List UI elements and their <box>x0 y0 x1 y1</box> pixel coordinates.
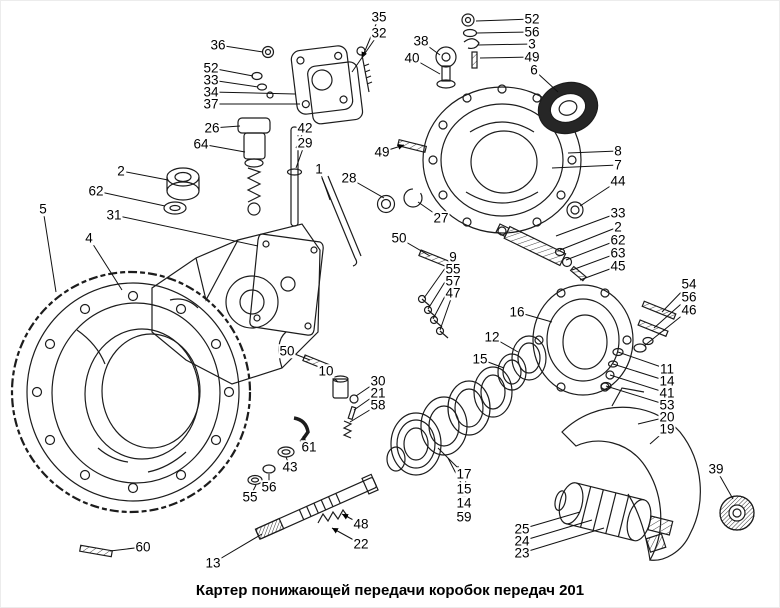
gasket-shape <box>249 233 324 336</box>
lever-washers-shape <box>247 416 310 486</box>
spacer-rings-shape <box>163 167 200 215</box>
detent-plunger-shape <box>237 117 271 216</box>
bearing-cage-shape <box>532 284 634 396</box>
oil-seal-shape <box>537 81 599 135</box>
cap-shape <box>719 495 755 531</box>
bearing-stack-shape <box>386 366 513 476</box>
shift-fork-shape <box>561 387 701 561</box>
rear-cover-shape <box>422 84 582 236</box>
figure-caption: Картер понижающей передачи коробок перед… <box>195 582 585 599</box>
detent-parts-shape <box>332 375 359 439</box>
spring-shape <box>317 508 349 524</box>
rings-28-27-shape <box>376 188 423 214</box>
main-casting-shape <box>151 223 321 385</box>
top-fasteners-shape <box>461 13 480 69</box>
breather-shape <box>435 46 457 89</box>
output-shaft-shape <box>254 473 379 541</box>
top-cover-shape <box>251 45 373 125</box>
plug-shape <box>566 201 584 219</box>
roller-assembly-shape <box>554 482 674 542</box>
bell-housing-shape <box>10 270 252 514</box>
shift-rail-shape <box>286 126 362 267</box>
